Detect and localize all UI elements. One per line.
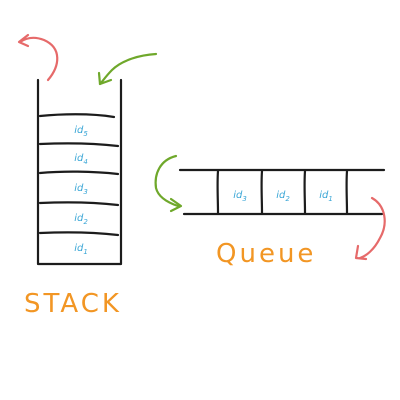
stack-push-arrow-icon [98,52,158,86]
stack-item: id1 [74,243,88,256]
queue: id3 id2 id1 Queue [154,154,386,269]
stack-divider [38,142,120,148]
stack-divider [38,113,116,119]
queue-item: id3 [233,190,247,203]
stack-pop-arrowhead-icon [17,33,30,48]
queue-enqueue-arrow-icon [154,154,180,208]
stack-item: id2 [74,213,88,226]
stack-divider [38,170,120,176]
queue-enqueue-arrowhead-icon [169,197,183,213]
stack-push-arrowhead-icon [97,71,113,86]
stack-pop-arrow-icon [18,36,59,82]
stack-container [36,78,123,266]
stack-label: STACK [24,289,122,319]
stack-divider [38,201,120,207]
stack-item: id4 [74,153,88,166]
stack: id5 id4 id3 id2 id1 STACK [17,33,158,319]
queue-dequeue-arrow-icon [358,196,386,260]
queue-item: id2 [276,190,290,203]
queue-item: id1 [319,190,333,203]
queue-label: Queue [216,239,316,269]
stack-divider [38,231,120,237]
stack-item: id5 [74,125,88,138]
stack-item: id3 [74,183,88,196]
queue-dequeue-arrowhead-icon [354,244,368,261]
